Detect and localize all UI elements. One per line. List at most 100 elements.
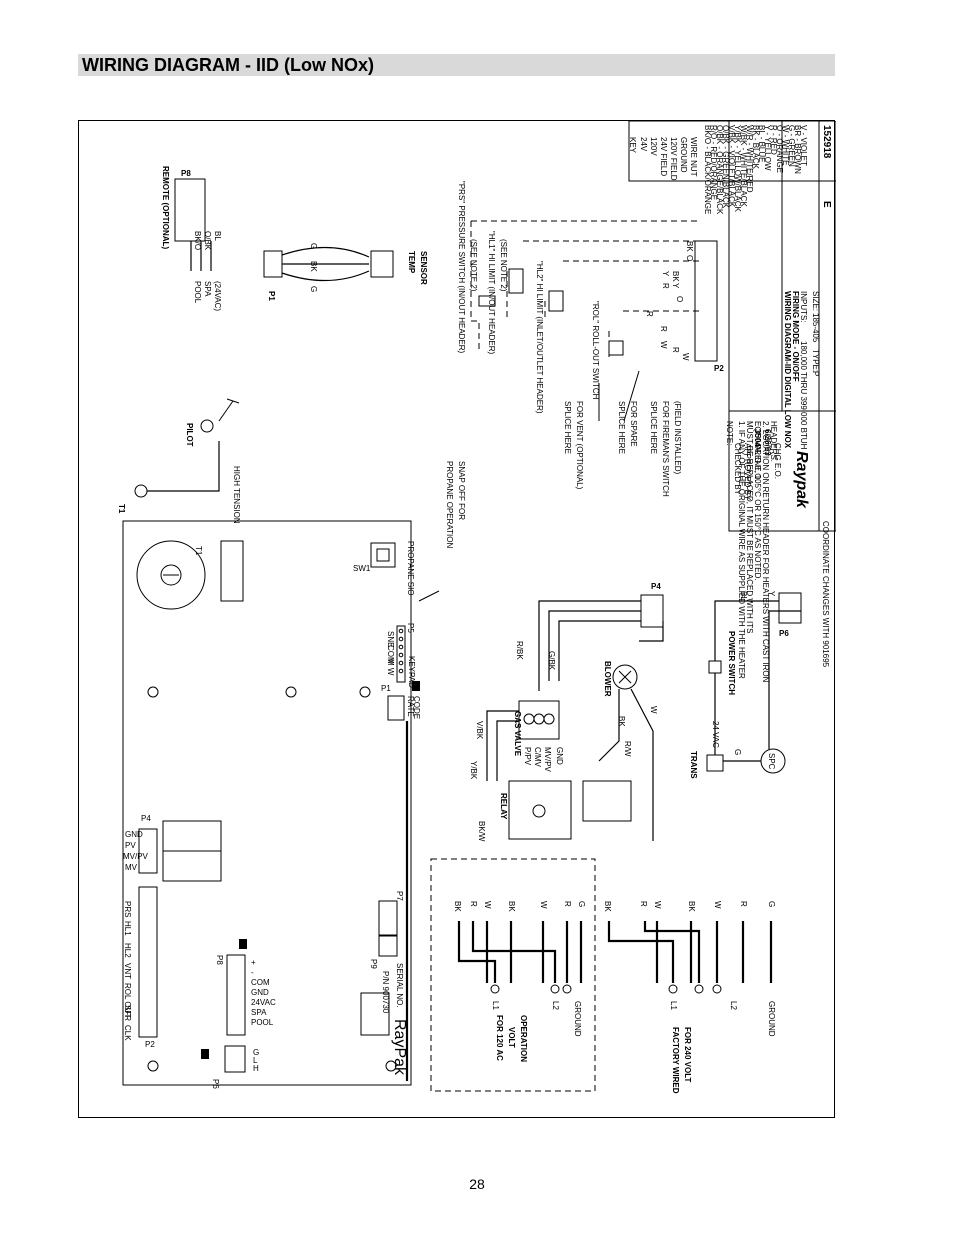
board-p2-pin: VNT [123,963,132,979]
remote-label: REMOTE (OPTIONAL) [161,166,170,249]
p2-wire-label: Y [661,271,670,277]
wire-bkw-label: BK/W [477,821,486,842]
key-color: V - VIOLET [799,125,808,166]
p4-connector [640,594,664,628]
hl1-label: "HL1" HI LIMIT (IN/OUT HEADER) [487,231,496,355]
t1-label: T1 [117,504,126,514]
board-p2-pin: ROL OUT [123,983,132,1018]
relay-contacts [582,780,632,822]
f240-wire-label: R [639,901,648,907]
temp-wire-label: BK [309,261,318,272]
temp-sensor: P1 G BK G TEMP SENSOR [263,243,428,301]
p5-pin: KEYPAD [407,656,416,688]
pn-label: P/N 900730 [381,971,390,1014]
board-t1-label: T1 [194,546,203,556]
relay [508,780,572,840]
relay-label: RELAY [499,793,508,820]
p6-label: P6 [779,629,789,638]
f240-wire-label: W [653,901,662,909]
p2-connector [694,240,718,362]
temp-p1-label: P1 [267,291,276,301]
board-p4-connector: P4 GND PV MV/PV MV [123,814,222,882]
board-p8-pin: COM [251,978,270,987]
blower-wire-label: W [649,706,658,714]
key-title: KEY [628,137,637,154]
board-p4-pin: MV [125,863,138,872]
box-wire-label: G [577,901,586,907]
coordinate-note: COORDINATE CHANGES WITH 901695 [821,521,830,668]
switch-wiring: P2 BK O Y BK R Y O R R W R W [470,220,724,422]
p2-wire-label: O [685,255,694,261]
box-120v [430,858,596,1092]
key-color: Y - YELLOW [763,125,772,171]
remote-p8-label: P8 [181,169,191,178]
p1-pin: CODE [412,696,421,719]
remote-wire-label: SPA [203,281,212,297]
f240-ground-label: GROUND [767,1001,776,1037]
gas-pin: MV/PV [543,747,552,773]
temp-sensor-icon [370,250,394,278]
splice-spare-label: SPLICE HERE [617,401,626,454]
board-p2-connector: P2 PRS HL1 HL2 VNT ROL OUT SFR CLK [123,886,158,1049]
board-brand: RayPak [391,1019,408,1076]
snap-off-note: SNAP OFF FOR PROPANE OPERATION [418,461,466,602]
gas-pin: P/PV [523,747,532,766]
key-row: 24V [639,137,648,152]
gas-valve [518,700,560,740]
wire-rw-label: R/W [623,741,632,757]
diagram-title-1: WIRING DIAGRAM-IID DIGITAL LOW NOX [783,291,792,449]
splice-fireman-label: (FIELD INSTALLED) [673,401,682,475]
l1-terminal-icon [490,984,500,994]
board-p2-label: P2 [145,1040,155,1049]
high-tension-label: HIGH TENSION [232,466,241,524]
board-marker [412,681,420,691]
spc-wire-label: G [733,749,742,755]
p5-pin: COM [386,645,395,664]
box-wire-label: BK [507,901,516,912]
p6-wire-label: Y [767,591,776,597]
section-header: WIRING DIAGRAM - IID (Low NOx) [78,54,835,76]
gas-valve-label: GAS VALVE [513,711,522,757]
type-value: P [811,371,820,376]
l2-label: L2 [551,1001,560,1010]
board-p6-label: P6 [211,1079,220,1089]
diagram-title-2: FIRING MODE - ON/OFF [791,291,800,382]
ground-label: GROUND [573,1001,582,1037]
spc-label: SPC [767,753,776,770]
splice-vent-label: FOR VENT (OPTIONAL) [575,401,584,490]
splice-fireman-label: FOR FIREMAN'S SWITCH [661,401,670,497]
board-p2-pin: PRS [123,901,132,917]
switch-labels: "PRS" PRESSURE SWITCH (IN/OUT HEADER) (S… [457,181,682,497]
key-color: BL - BLUE [757,125,766,163]
f240-l1-label: L1 [669,1001,678,1010]
wiring-diagram: T1 SW1 PROPANE SIO P5 SNE COM M W KEYPAD [78,120,837,1118]
note-line: HEADERS. [769,421,778,462]
box-wire-label: R [563,901,572,907]
p5-label: P5 [406,623,415,633]
hl1-switch-icon [508,268,524,294]
orig-eo-value: 3504 [753,429,762,447]
p9-connector [378,935,398,957]
sw1-switch [370,542,396,568]
board-p2-pin: CLK [123,1025,132,1041]
page-title: WIRING DIAGRAM - IID (Low NOx) [82,55,374,75]
note-line: 1. IF ANY OF THE ORIGINAL WIRE AS SUPPLI… [737,421,746,679]
remote-wire-label: (24VAC) [213,281,222,311]
p5-pin: SNE [386,631,395,647]
transformer [706,754,724,772]
f240-l1-terminal-icon [668,984,678,994]
p6-connector [778,592,802,624]
control-board: T1 SW1 PROPANE SIO P5 SNE COM M W KEYPAD [122,520,421,1089]
for120-label: VOLT [507,1027,516,1048]
remote-connector [174,178,206,242]
size-label: SIZE: [811,291,820,311]
hl1-label: (SEE NOTE 2) [499,239,508,292]
board-block [220,540,244,602]
propane-label: PROPANE SIO [406,541,415,596]
key-color: O/BK - GREEN/BLACK [721,125,730,209]
board-p4-label: P4 [141,814,151,823]
key-row: WIRE NUT [689,137,698,177]
box-wire-label: R [469,901,478,907]
key-color: BK/O - BLACK/ORANGE [703,125,712,214]
f240-wire-label: BK [687,901,696,912]
